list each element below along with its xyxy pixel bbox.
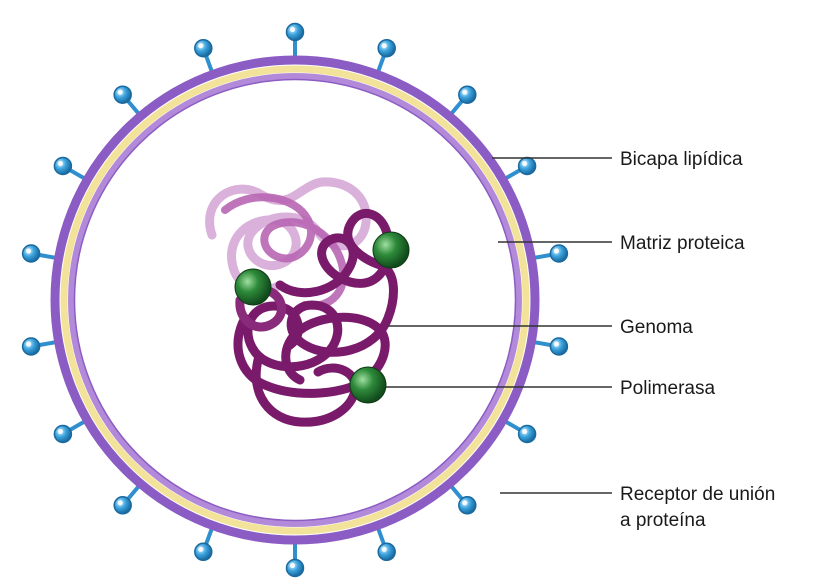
label-receptor-line1: Receptor de unión <box>620 484 775 505</box>
spike-highlight <box>26 341 31 346</box>
spike-ball-icon <box>287 560 304 577</box>
polymerase-icon <box>373 232 409 268</box>
label-receptor-line2: a proteína <box>620 510 706 531</box>
spike-highlight <box>522 429 527 434</box>
lipid-bilayer-core <box>64 69 526 531</box>
spike-ball-icon <box>23 338 40 355</box>
spike-highlight <box>382 547 387 552</box>
spike-highlight <box>198 547 203 552</box>
polymerase-icon <box>235 269 271 305</box>
spike-ball-icon <box>23 245 40 262</box>
label-genome: Genoma <box>620 317 693 338</box>
spike-highlight <box>554 341 559 346</box>
labels: Bicapa lipídica Matriz proteica Genoma P… <box>620 149 775 531</box>
label-polymerase: Polimerasa <box>620 378 715 399</box>
spike-highlight <box>382 43 387 48</box>
label-matrix: Matriz proteica <box>620 233 745 254</box>
spike-ball-icon <box>114 86 131 103</box>
spike-ball-icon <box>519 426 536 443</box>
spike-ball-icon <box>54 158 71 175</box>
inner-membrane-edge <box>75 80 516 521</box>
spike-highlight <box>290 27 295 32</box>
spike-ball-icon <box>378 543 395 560</box>
spike-ball-icon <box>195 543 212 560</box>
spike-highlight <box>118 500 123 505</box>
spike-highlight <box>462 90 467 95</box>
spike-highlight <box>462 500 467 505</box>
spike-ball-icon <box>114 497 131 514</box>
spike-ball-icon <box>459 497 476 514</box>
spike-ball-icon <box>287 24 304 41</box>
spike-ball-icon <box>550 245 567 262</box>
spike-highlight <box>198 43 203 48</box>
spike-highlight <box>58 161 63 166</box>
receptor-spikes <box>23 24 568 577</box>
spike-highlight <box>522 161 527 166</box>
spike-ball-icon <box>195 40 212 57</box>
spike-highlight <box>118 90 123 95</box>
label-bilayer: Bicapa lipídica <box>620 149 743 170</box>
spike-ball-icon <box>378 40 395 57</box>
inner-membrane <box>71 76 519 524</box>
polymerase-icon <box>350 367 386 403</box>
spike-ball-icon <box>459 86 476 103</box>
spike-ball-icon <box>54 426 71 443</box>
spike-highlight <box>554 248 559 253</box>
spike-highlight <box>58 429 63 434</box>
spike-highlight <box>290 563 295 568</box>
virus-envelope <box>55 60 535 540</box>
outer-membrane <box>55 60 535 540</box>
spike-ball-icon <box>550 338 567 355</box>
spike-ball-icon <box>519 158 536 175</box>
spike-highlight <box>26 248 31 253</box>
